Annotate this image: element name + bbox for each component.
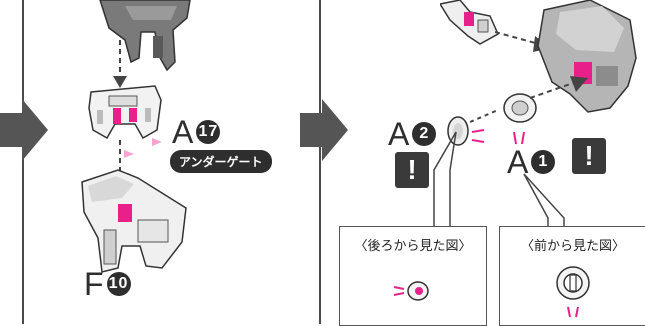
panel-divider-right bbox=[319, 0, 321, 324]
large-shell-illustration bbox=[537, 0, 637, 113]
panel-divider-left bbox=[22, 0, 24, 324]
front-view-panel: 〈前から見た図〉 bbox=[499, 226, 645, 326]
part-number-a2-badge: 2 bbox=[412, 121, 437, 146]
ring-part-a1-illustration bbox=[503, 93, 537, 123]
warning-icon-a1: ! bbox=[572, 138, 606, 174]
callout-line-rear bbox=[433, 131, 457, 230]
part-label-a1-letter: A bbox=[507, 144, 530, 180]
rear-view-panel: 〈後ろから見た図〉 bbox=[339, 226, 487, 326]
under-gate-tag: アンダーゲート bbox=[170, 150, 272, 173]
part-number-a17-badge: 17 bbox=[196, 119, 221, 144]
part-label-f10-letter: F bbox=[84, 266, 105, 302]
part-f10-illustration bbox=[81, 169, 187, 273]
insert-arrow-dashed-icon bbox=[470, 109, 499, 123]
arm-part-illustration bbox=[440, 0, 499, 45]
assembly-arrow-up-right-icon bbox=[530, 76, 588, 99]
gate-pointer-arrows-icon bbox=[124, 138, 162, 158]
assembly-arrow-down-icon bbox=[113, 40, 127, 88]
gate-marker-a2-icon bbox=[471, 129, 485, 143]
part-a17-illustration bbox=[88, 85, 162, 140]
part-number-f10-badge: 10 bbox=[106, 271, 131, 296]
step-arrow-left-icon bbox=[0, 99, 48, 161]
rear-view-caption: 〈後ろから見た図〉 bbox=[354, 238, 472, 253]
part-number-a1-badge: 1 bbox=[531, 149, 556, 174]
front-view-caption: 〈前から見た図〉 bbox=[520, 238, 625, 253]
warning-icon-a2: ! bbox=[395, 152, 429, 188]
shell-part-top-illustration bbox=[99, 0, 191, 72]
part-label-a17-letter: A bbox=[172, 114, 195, 150]
part-label-a2-letter: A bbox=[388, 116, 411, 152]
rear-view-cap-illustration bbox=[393, 281, 429, 301]
front-view-ring-illustration bbox=[556, 266, 590, 318]
step-arrow-right-icon bbox=[300, 99, 348, 161]
gate-marker-a1-icon bbox=[513, 131, 525, 145]
